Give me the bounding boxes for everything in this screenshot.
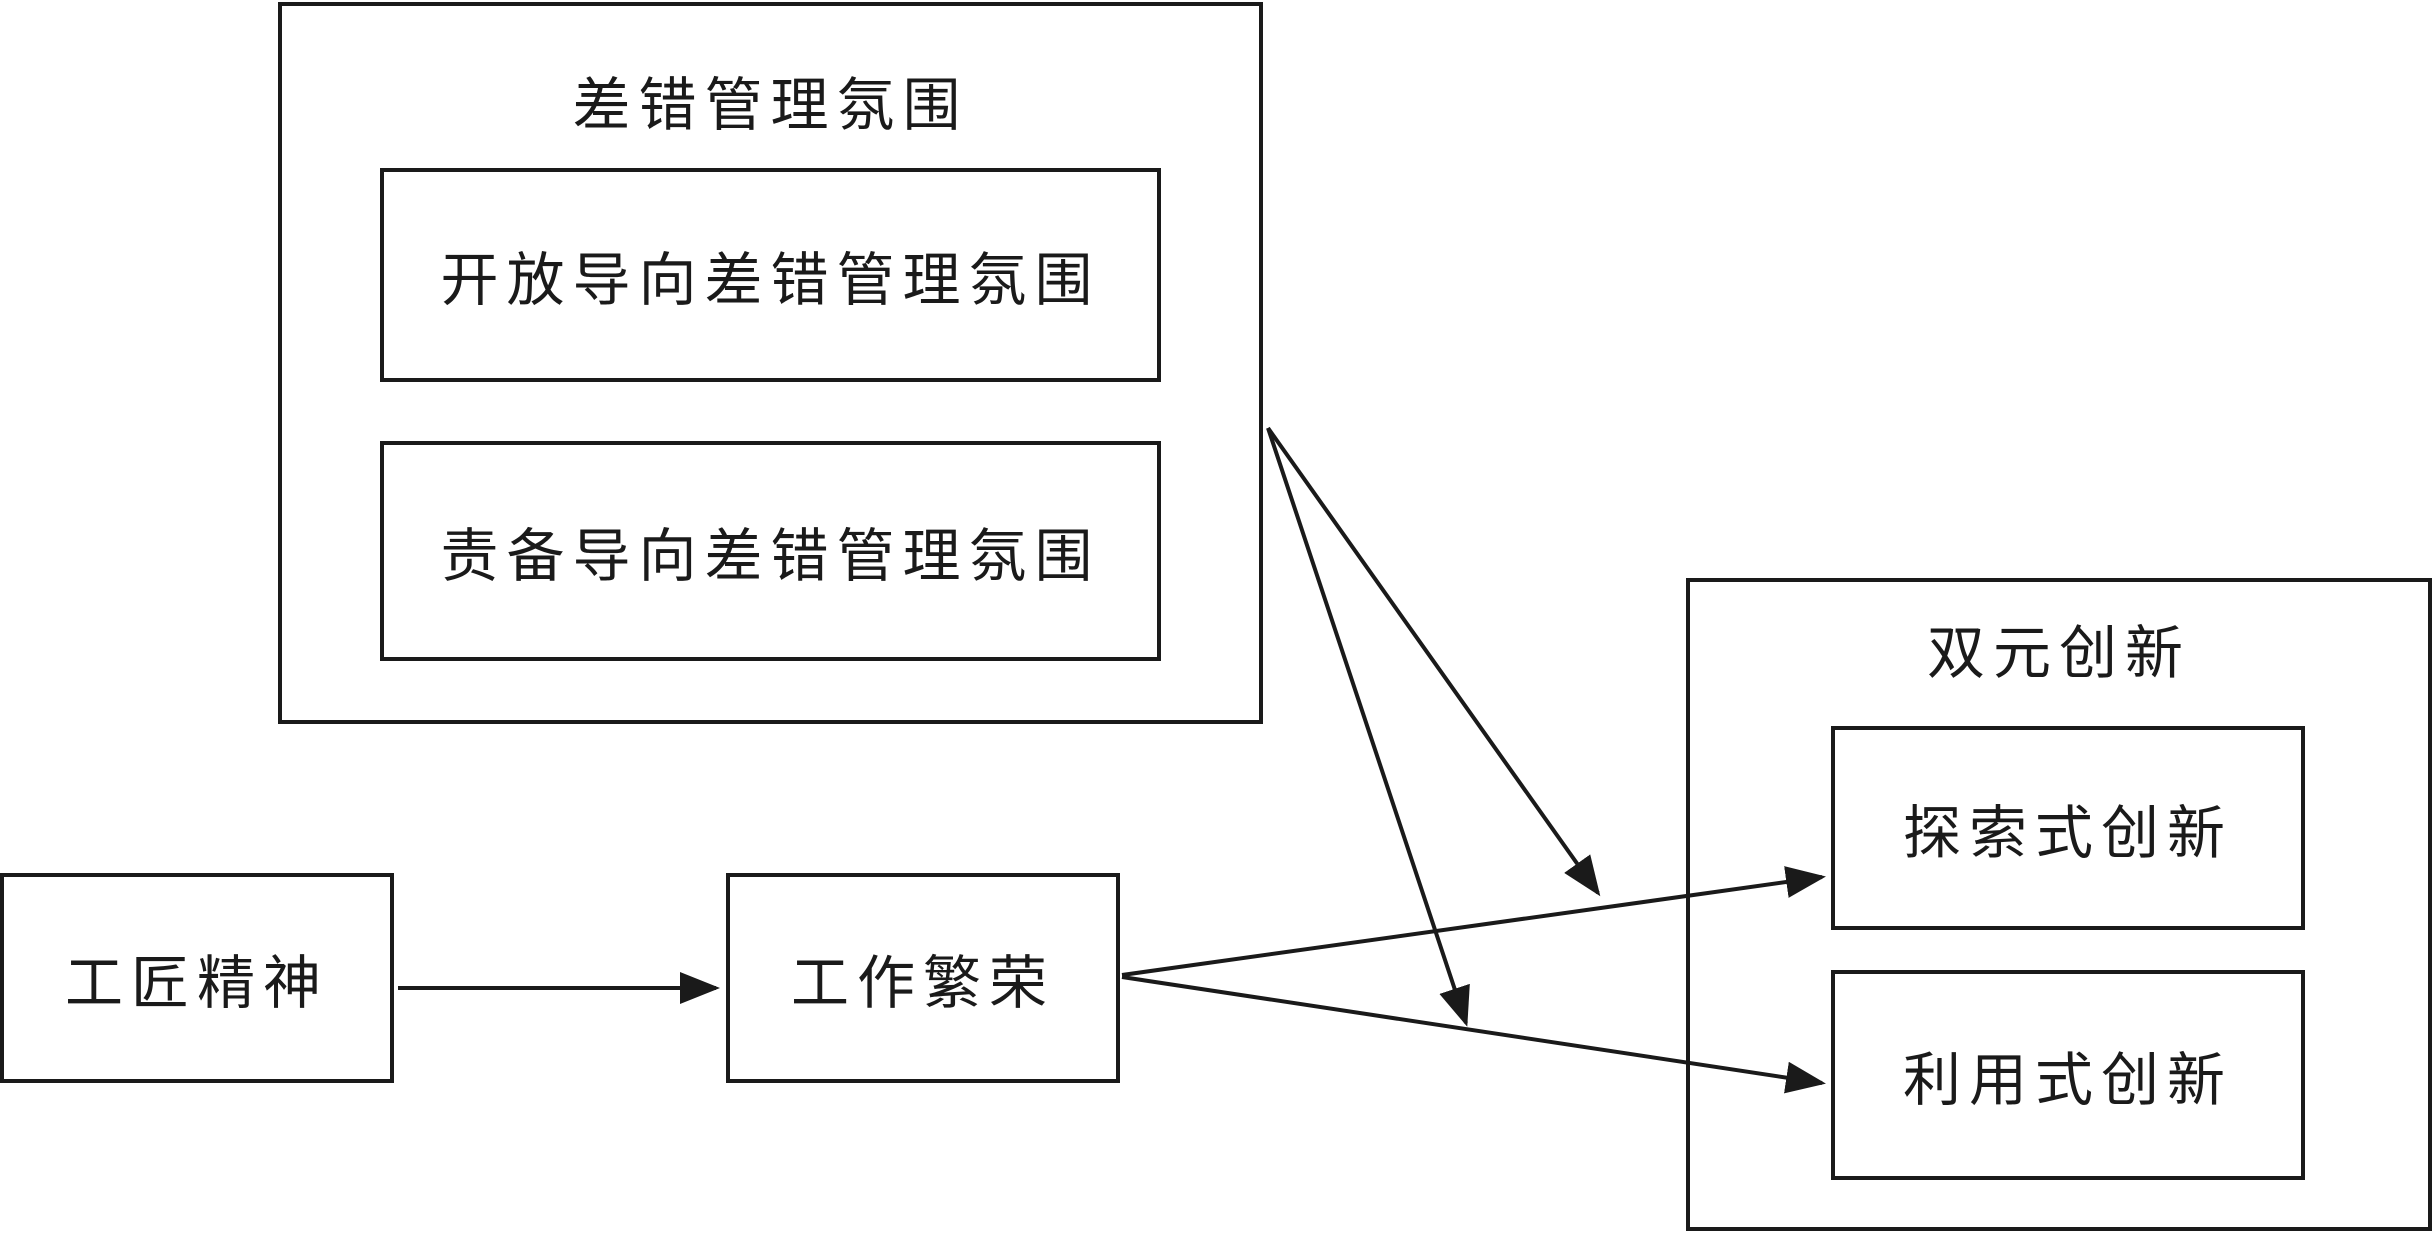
thriving-at-work-box: 工作繁荣 bbox=[726, 873, 1120, 1083]
error-management-climate-title: 差错管理氛围 bbox=[572, 71, 969, 139]
exploratory-innovation-label: 探索式创新 bbox=[1902, 799, 2233, 867]
dual-innovation-title: 双元创新 bbox=[1926, 619, 2191, 687]
arrow-climate-moderating-lower bbox=[1266, 427, 1470, 1027]
exploitative-innovation-label: 利用式创新 bbox=[1902, 1046, 2233, 1114]
craftsman-spirit-label: 工匠精神 bbox=[64, 949, 329, 1017]
craftsman-spirit-box: 工匠精神 bbox=[0, 873, 394, 1083]
open-oriented-climate-label: 开放导向差错管理氛围 bbox=[440, 246, 1101, 314]
exploitative-innovation-box: 利用式创新 bbox=[1831, 970, 2305, 1180]
thriving-at-work-label: 工作繁荣 bbox=[790, 949, 1055, 1017]
arrow-climate-moderating-upper bbox=[1266, 426, 1601, 897]
open-oriented-climate-box: 开放导向差错管理氛围 bbox=[380, 168, 1161, 382]
blame-oriented-climate-label: 责备导向差错管理氛围 bbox=[440, 522, 1101, 590]
exploratory-innovation-box: 探索式创新 bbox=[1831, 726, 2305, 930]
blame-oriented-climate-box: 责备导向差错管理氛围 bbox=[380, 441, 1161, 661]
